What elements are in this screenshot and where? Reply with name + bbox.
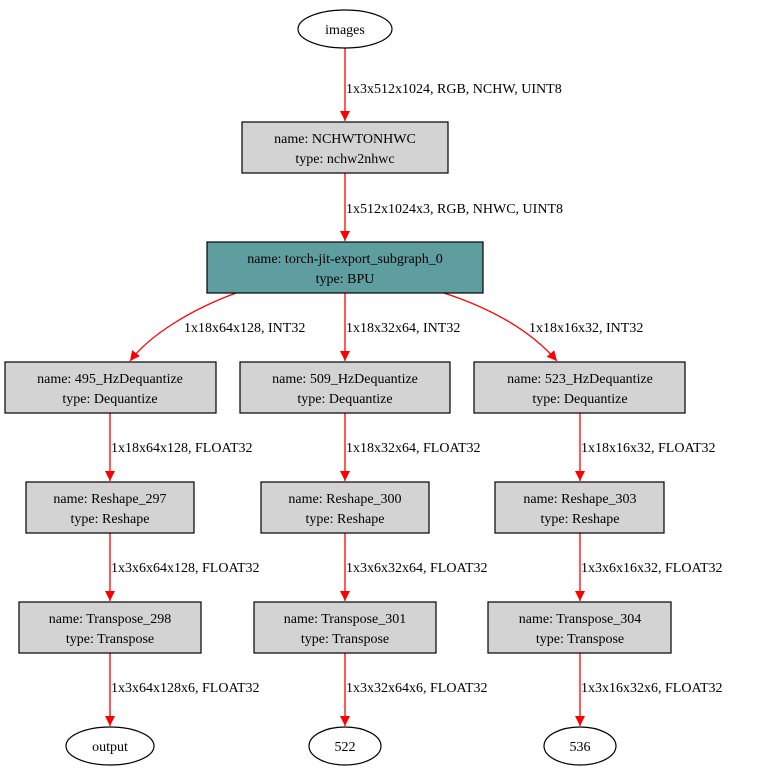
node-box bbox=[239, 361, 451, 414]
node-type: type: Dequantize bbox=[297, 392, 392, 407]
output-ellipse bbox=[65, 726, 155, 766]
node-box bbox=[25, 481, 195, 534]
node-type: type: Reshape bbox=[71, 512, 150, 527]
edge-label: 1x3x32x64x6, FLOAT32 bbox=[346, 681, 488, 696]
edge-transpose304-536: 1x3x16x32x6, FLOAT32 bbox=[575, 653, 723, 726]
edge-label: 1x18x16x32, FLOAT32 bbox=[581, 441, 716, 456]
node-name: name: 523_HzDequantize bbox=[507, 372, 653, 387]
edge-label: 1x18x64x128, INT32 bbox=[184, 321, 305, 336]
node-name: name: Reshape_297 bbox=[53, 492, 166, 507]
edge-line bbox=[129, 292, 237, 362]
node-495-hzdequantize[interactable]: name: 495_HzDequantize type: Dequantize bbox=[4, 361, 217, 414]
node-type: type: nchw2nhwc bbox=[295, 152, 394, 167]
edge-label: 1x3x6x64x128, FLOAT32 bbox=[111, 561, 260, 576]
output-ellipse bbox=[308, 726, 382, 766]
edge-bpu-deq495: 1x18x64x128, INT32 bbox=[129, 292, 305, 362]
node-box bbox=[4, 361, 217, 414]
node-name: name: 509_HzDequantize bbox=[272, 372, 418, 387]
edge-label: 1x3x64x128x6, FLOAT32 bbox=[111, 681, 260, 696]
input-ellipse bbox=[297, 9, 393, 49]
node-name: name: Reshape_303 bbox=[523, 492, 636, 507]
node-name: name: Transpose_304 bbox=[519, 612, 642, 627]
node-bpu-subgraph[interactable]: name: torch-jit-export_subgraph_0 type: … bbox=[206, 241, 484, 294]
node-522[interactable]: 522 bbox=[308, 726, 382, 766]
edge-reshape297-transpose298: 1x3x6x64x128, FLOAT32 bbox=[105, 533, 260, 601]
node-type: type: Transpose bbox=[66, 632, 154, 647]
node-label: images bbox=[325, 23, 365, 38]
node-536[interactable]: 536 bbox=[543, 726, 617, 766]
node-box bbox=[260, 481, 430, 534]
output-ellipse bbox=[543, 726, 617, 766]
node-box bbox=[473, 361, 686, 414]
edge-deq523-reshape303: 1x18x16x32, FLOAT32 bbox=[575, 413, 716, 481]
node-nchwtonhwc[interactable]: name: NCHWTONHWC type: nchw2nhwc bbox=[241, 121, 449, 174]
edge-label: 1x3x512x1024, RGB, NCHW, UINT8 bbox=[346, 82, 562, 97]
node-reshape-297[interactable]: name: Reshape_297 type: Reshape bbox=[25, 481, 195, 534]
edge-reshape303-transpose304: 1x3x6x16x32, FLOAT32 bbox=[575, 533, 723, 601]
edges: 1x3x512x1024, RGB, NCHW, UINT8 1x512x102… bbox=[105, 48, 723, 726]
edge-label: 1x18x16x32, INT32 bbox=[529, 321, 643, 336]
edge-transpose301-522: 1x3x32x64x6, FLOAT32 bbox=[340, 653, 488, 726]
edge-label: 1x3x6x32x64, FLOAT32 bbox=[346, 561, 488, 576]
node-box bbox=[487, 601, 672, 654]
edge-line bbox=[443, 292, 558, 362]
edge-bpu-deq523: 1x18x16x32, INT32 bbox=[443, 292, 643, 362]
edge-reshape300-transpose301: 1x3x6x32x64, FLOAT32 bbox=[340, 533, 488, 601]
node-label: 536 bbox=[570, 740, 591, 755]
node-type: type: Dequantize bbox=[532, 392, 627, 407]
node-type: type: Transpose bbox=[301, 632, 389, 647]
node-label: output bbox=[92, 740, 128, 755]
node-type: type: Transpose bbox=[536, 632, 624, 647]
node-type: type: Reshape bbox=[306, 512, 385, 527]
node-box bbox=[18, 601, 202, 654]
edge-deq509-reshape300: 1x18x32x64, FLOAT32 bbox=[340, 413, 481, 481]
node-type: type: Reshape bbox=[541, 512, 620, 527]
node-output[interactable]: output bbox=[65, 726, 155, 766]
node-images[interactable]: images bbox=[297, 9, 393, 49]
edge-nchw-bpu: 1x512x1024x3, RGB, NHWC, UINT8 bbox=[340, 173, 563, 241]
node-type: type: BPU bbox=[316, 272, 375, 287]
nodes: images name: NCHWTONHWC type: nchw2nhwc … bbox=[4, 9, 686, 766]
node-name: name: torch-jit-export_subgraph_0 bbox=[247, 252, 443, 267]
edge-label: 1x18x64x128, FLOAT32 bbox=[111, 441, 253, 456]
edge-label: 1x512x1024x3, RGB, NHWC, UINT8 bbox=[346, 202, 563, 217]
node-transpose-298[interactable]: name: Transpose_298 type: Transpose bbox=[18, 601, 202, 654]
edge-label: 1x18x32x64, INT32 bbox=[346, 321, 460, 336]
node-name: name: Reshape_300 bbox=[288, 492, 401, 507]
node-reshape-300[interactable]: name: Reshape_300 type: Reshape bbox=[260, 481, 430, 534]
edge-label: 1x3x16x32x6, FLOAT32 bbox=[581, 681, 723, 696]
node-box bbox=[253, 601, 437, 654]
node-name: name: NCHWTONHWC bbox=[274, 132, 416, 147]
node-label: 522 bbox=[335, 740, 356, 755]
node-name: name: Transpose_298 bbox=[49, 612, 172, 627]
node-box bbox=[241, 121, 449, 174]
node-transpose-301[interactable]: name: Transpose_301 type: Transpose bbox=[253, 601, 437, 654]
node-523-hzdequantize[interactable]: name: 523_HzDequantize type: Dequantize bbox=[473, 361, 686, 414]
node-transpose-304[interactable]: name: Transpose_304 type: Transpose bbox=[487, 601, 672, 654]
node-name: name: Transpose_301 bbox=[284, 612, 407, 627]
edge-images-nchw: 1x3x512x1024, RGB, NCHW, UINT8 bbox=[340, 48, 562, 121]
edge-transpose298-output: 1x3x64x128x6, FLOAT32 bbox=[105, 653, 260, 726]
edge-deq495-reshape297: 1x18x64x128, FLOAT32 bbox=[105, 413, 253, 481]
edge-bpu-deq509: 1x18x32x64, INT32 bbox=[340, 293, 460, 361]
node-509-hzdequantize[interactable]: name: 509_HzDequantize type: Dequantize bbox=[239, 361, 451, 414]
node-type: type: Dequantize bbox=[62, 392, 157, 407]
edge-label: 1x3x6x16x32, FLOAT32 bbox=[581, 561, 723, 576]
node-box bbox=[206, 241, 484, 294]
node-reshape-303[interactable]: name: Reshape_303 type: Reshape bbox=[494, 481, 665, 534]
node-name: name: 495_HzDequantize bbox=[37, 372, 183, 387]
edge-label: 1x18x32x64, FLOAT32 bbox=[346, 441, 481, 456]
node-box bbox=[494, 481, 665, 534]
